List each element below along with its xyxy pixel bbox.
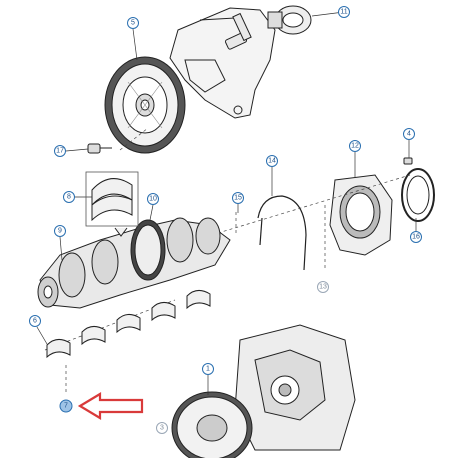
callout-7: 7	[59, 399, 73, 413]
crankshaft	[37, 217, 231, 309]
callout-7-label: 7	[64, 403, 68, 410]
callout-4: 4	[403, 128, 415, 140]
callout-15: 15	[232, 192, 244, 204]
callout-10: 10	[147, 193, 159, 205]
callout-1-label: 1	[206, 366, 210, 373]
callout-11: 11	[338, 6, 350, 18]
callout-13: 13	[317, 281, 329, 293]
callout-12: 12	[349, 140, 361, 152]
callout-9-label: 9	[58, 228, 62, 235]
callout-6: 6	[29, 315, 41, 327]
bearing-kit-frame	[85, 171, 139, 227]
callout-8: 8	[63, 191, 75, 203]
red-pointer-arrow-icon	[77, 392, 144, 420]
callout-4-label: 4	[407, 131, 411, 138]
callout-16: 16	[410, 231, 422, 243]
pulley-bolt	[224, 12, 252, 50]
bearing-shell-set	[91, 178, 133, 237]
callout-9: 9	[54, 225, 66, 237]
callout-13-label: 13	[319, 284, 327, 291]
callout-3: 3	[156, 422, 168, 434]
callout-8-label: 8	[67, 194, 71, 201]
bolt-17	[87, 143, 112, 154]
seal-ring	[401, 168, 435, 222]
engine-block-upper	[169, 7, 276, 119]
gasket-14	[257, 195, 307, 271]
engine-block-lower	[234, 324, 356, 451]
callout-5: 5	[127, 17, 139, 29]
callout-5-label: 5	[131, 20, 135, 27]
callout-17-label: 17	[56, 148, 64, 155]
callout-11-label: 11	[340, 9, 347, 16]
flywheel	[171, 391, 253, 458]
callout-17: 17	[54, 145, 66, 157]
callout-leaders	[36, 11, 417, 395]
callout-14: 14	[266, 155, 278, 167]
callout-12-label: 12	[351, 143, 359, 150]
callout-16-label: 16	[412, 234, 420, 241]
crankshaft-pulley	[104, 56, 186, 154]
callout-15-label: 15	[234, 195, 242, 202]
callout-3-label: 3	[160, 425, 164, 432]
crank-sprocket	[267, 5, 312, 35]
screw-4	[403, 157, 413, 165]
callout-14-label: 14	[268, 158, 276, 165]
lower-bearing-shells	[46, 290, 211, 359]
callout-10-label: 10	[149, 196, 157, 203]
callout-6-label: 6	[33, 318, 37, 325]
callout-1: 1	[202, 363, 214, 375]
rear-seal-housing	[329, 174, 393, 256]
